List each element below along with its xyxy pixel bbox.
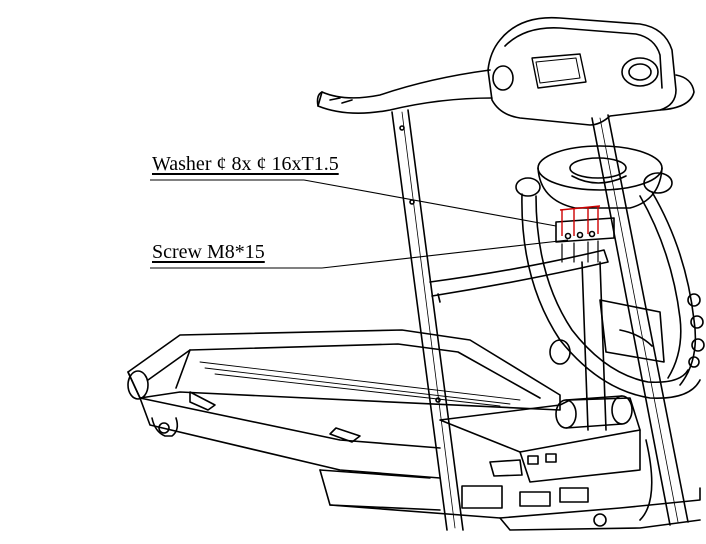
console bbox=[316, 16, 695, 126]
deck bbox=[127, 329, 701, 531]
screw-leader-line bbox=[321, 239, 569, 269]
upright-posts bbox=[391, 109, 689, 531]
washer-callout-label: Washer ¢ 8x ¢ 16xT1.5 bbox=[152, 153, 339, 175]
accessory-frame bbox=[515, 145, 705, 431]
fastener-highlight bbox=[559, 205, 601, 236]
washer-leader-line bbox=[303, 179, 557, 227]
screw-callout-label: Screw M8*15 bbox=[152, 241, 265, 263]
